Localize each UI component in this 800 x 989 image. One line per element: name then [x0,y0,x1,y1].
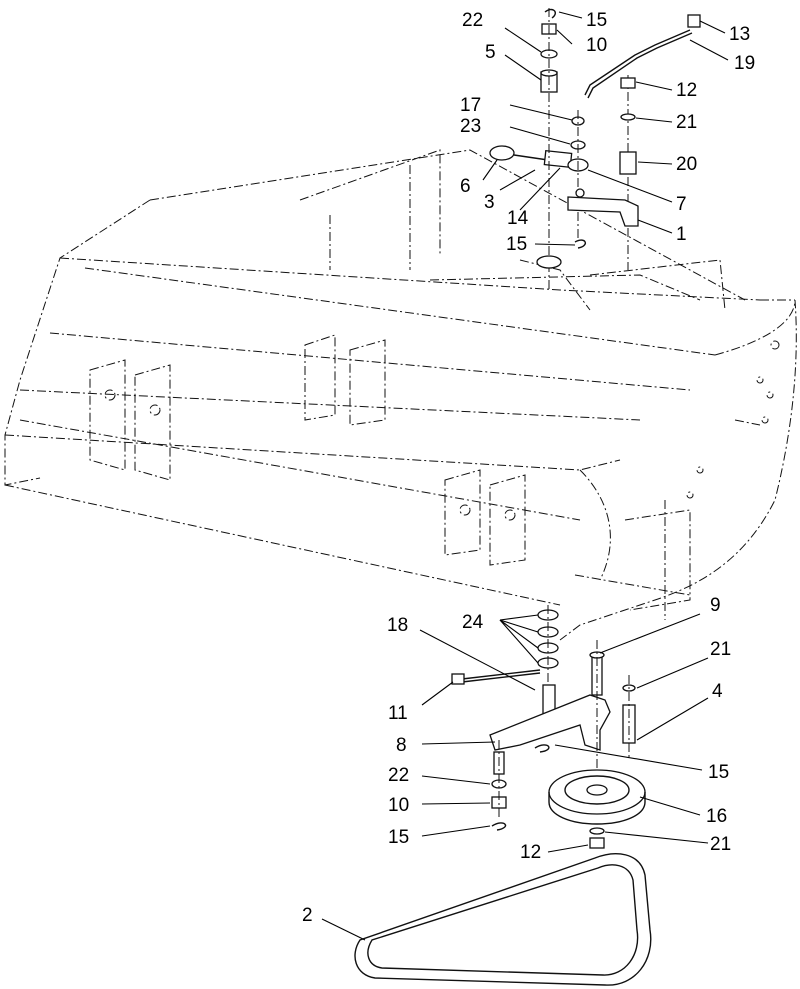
callout-2: 2 [302,905,313,926]
callout-18: 18 [387,615,408,636]
control-rod [584,29,691,96]
callout-17: 17 [460,95,481,116]
callout-22: 22 [462,10,483,31]
callout-1: 1 [676,224,687,245]
callout-20: 20 [676,154,697,175]
washer-21-low [589,827,605,835]
callout-8: 8 [396,735,407,756]
callout-15: 15 [586,10,607,31]
idler-arm [489,694,611,751]
callout-5: 5 [485,42,496,63]
housing-phantom-outline [4,149,797,641]
callout-10: 10 [586,35,607,56]
washer-21-top [620,113,636,121]
callout-21: 21 [676,112,697,133]
callout-12: 12 [676,80,697,101]
nut-12-top [620,77,636,89]
callout-15-arm: 15 [708,762,729,783]
callout-19: 19 [734,53,755,74]
callout-11: 11 [388,703,408,724]
callout-13: 13 [729,24,750,45]
drive-belt-inner [367,864,639,976]
callout-15-low: 15 [388,827,409,848]
callout-21-low: 21 [710,834,731,855]
cotter-pin-arm [534,744,550,753]
callout-15-mid: 15 [506,234,527,255]
bracket-arm [567,196,639,227]
callout-23: 23 [460,116,481,137]
callout-24: 24 [462,612,484,633]
cotter-pin-top [544,8,556,19]
cotter-pin-mid [574,239,586,249]
upper-assembly [489,8,701,290]
callout-10-low: 10 [388,795,409,816]
adjust-rod [461,669,541,680]
callout-16: 16 [706,806,727,827]
callout-14: 14 [507,208,529,229]
nut-11 [451,673,465,685]
callout-3: 3 [484,192,495,213]
cotter-pin-low [491,822,507,831]
callout-7: 7 [676,194,687,215]
callout-21-right: 21 [710,639,731,660]
leader-lines [321,11,729,941]
spacer [619,151,637,175]
callout-9: 9 [710,595,721,616]
callout-22-low: 22 [388,765,409,786]
nut-12-low [589,837,605,849]
eyebolt-left [489,145,515,161]
callout-6: 6 [460,176,471,197]
nut-13 [687,14,701,28]
callout-labels: 22 15 10 5 13 19 12 17 21 23 20 6 3 14 7… [302,10,755,926]
callout-12-low: 12 [520,842,541,863]
lower-assembly [354,605,652,986]
callout-4: 4 [712,681,723,702]
drive-belt-outer [354,853,652,986]
